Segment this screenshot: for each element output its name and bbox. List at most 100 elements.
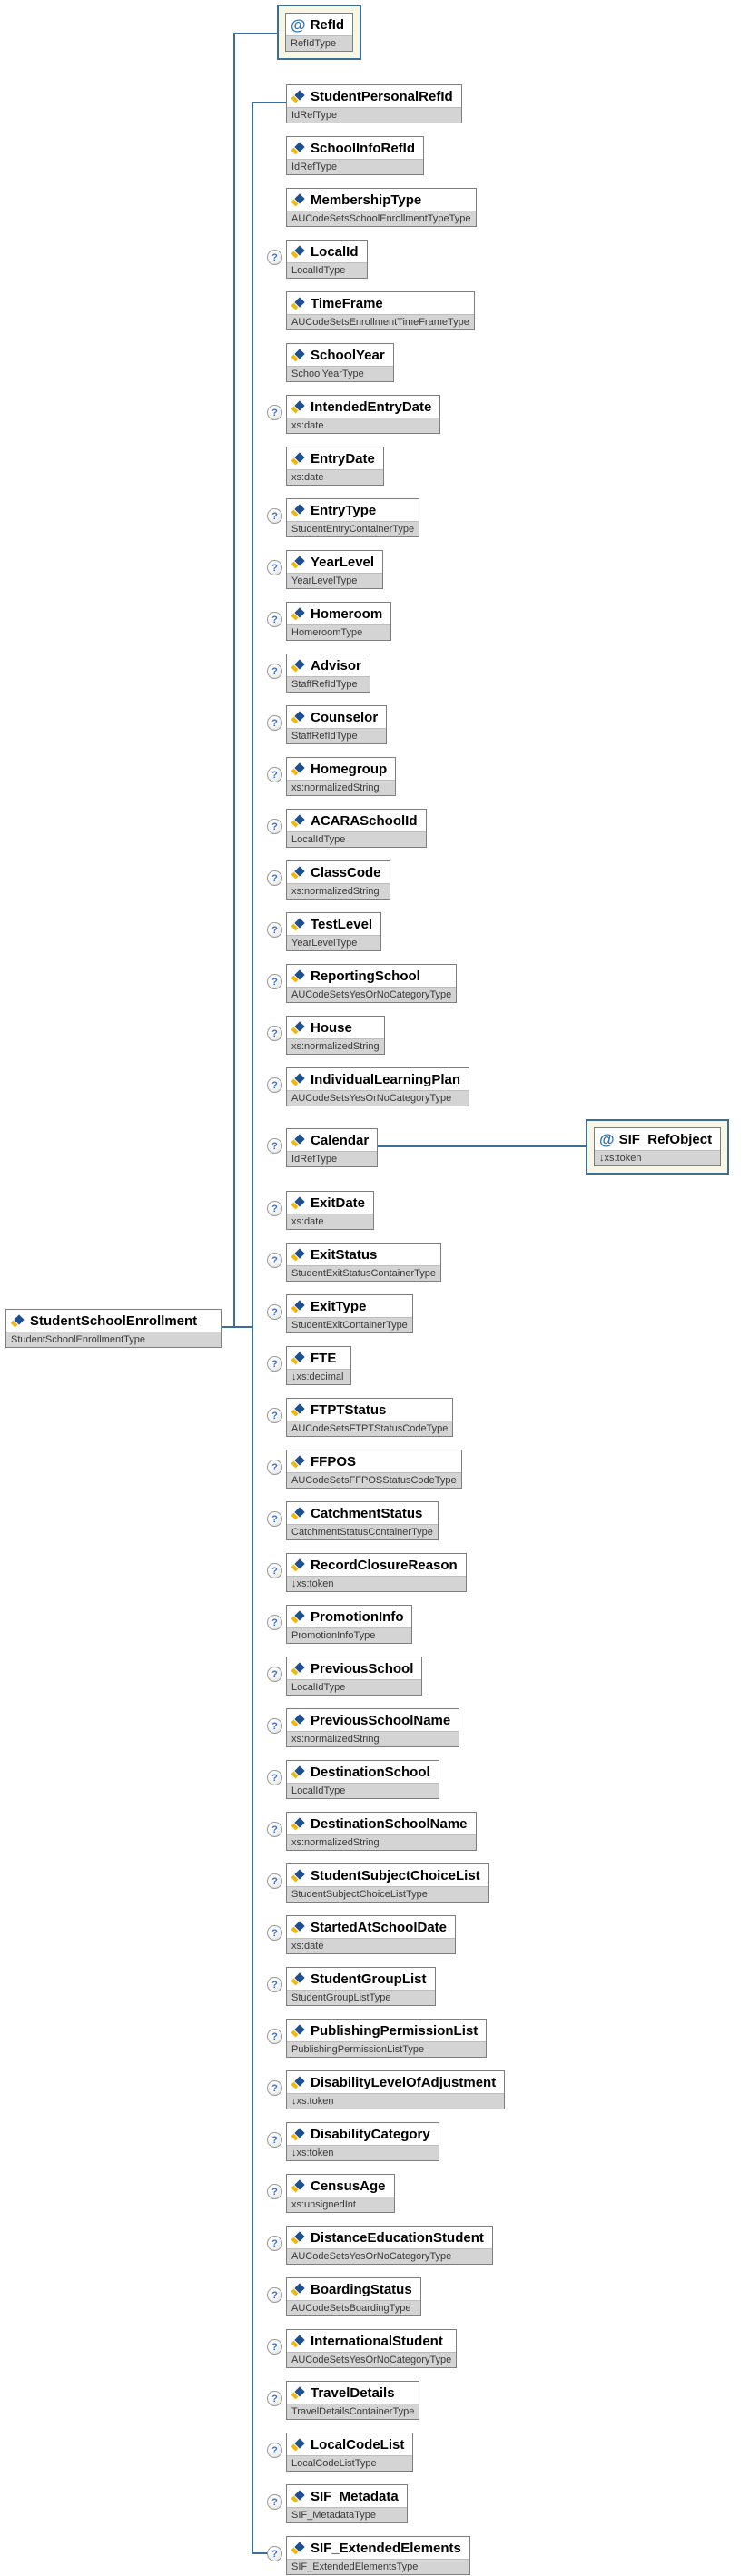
- element-name: SIF_Metadata: [311, 2488, 399, 2504]
- optional-indicator-icon: ?: [267, 1077, 282, 1093]
- element-type: HomeroomType: [287, 624, 391, 640]
- element-type: StudentSchoolEnrollmentType: [6, 1332, 221, 1347]
- optional-indicator-icon: ?: [267, 1026, 282, 1041]
- element-name: MembershipType: [311, 192, 422, 208]
- optional-indicator-icon: ?: [267, 870, 282, 886]
- element-name: ACARASchoolId: [311, 812, 418, 829]
- optional-indicator-icon: ?: [267, 715, 282, 731]
- element-disabilitylevelofadjustment[interactable]: ?DisabilityLevelOfAdjustment↓xs:token: [267, 2070, 506, 2109]
- element-icon: [291, 1611, 305, 1623]
- element-disabilitycategory[interactable]: ?DisabilityCategory↓xs:token: [267, 2122, 439, 2161]
- element-type: xs:normalizedString: [287, 1038, 384, 1054]
- optional-indicator-icon: ?: [267, 1201, 282, 1216]
- element-icon: [291, 2542, 305, 2554]
- optional-indicator-icon: ?: [267, 2080, 282, 2096]
- element-icon: [291, 660, 305, 672]
- element-icon: [291, 1715, 305, 1726]
- element-icon: [291, 1404, 305, 1416]
- element-name: IndividualLearningPlan: [311, 1071, 461, 1087]
- element-name: TimeFrame: [311, 295, 383, 311]
- element-icon: [291, 1922, 305, 1933]
- optional-indicator-icon: ?: [267, 1304, 282, 1320]
- element-recordclosurereason[interactable]: ?RecordClosureReason↓xs:token: [267, 1553, 467, 1592]
- optional-indicator-icon: ?: [267, 1925, 282, 1941]
- attribute-name: RefId: [310, 16, 345, 33]
- element-type: AUCodeSetsBoardingType: [287, 2300, 420, 2315]
- element-name: SchoolYear: [311, 347, 385, 363]
- optional-indicator-icon: ?: [267, 2287, 282, 2303]
- optional-indicator-icon: ?: [267, 2132, 282, 2148]
- element-icon: [291, 1663, 305, 1675]
- element-studentschoolenrollment[interactable]: StudentSchoolEnrollment StudentSchoolEnr…: [5, 1309, 222, 1348]
- attribute-node-refid[interactable]: @ RefId RefIdType: [277, 5, 362, 60]
- element-type: IdRefType: [287, 107, 461, 123]
- element-type: xs:normalizedString: [287, 1834, 476, 1850]
- optional-indicator-icon: ?: [267, 2339, 282, 2355]
- element-fte[interactable]: ?FTE↓xs:decimal: [267, 1346, 351, 1385]
- element-icon: [291, 349, 305, 361]
- element-icon: [291, 246, 305, 258]
- element-type: YearLevelType: [287, 573, 383, 588]
- element-icon: [291, 970, 305, 982]
- optional-indicator-icon: ?: [267, 1667, 282, 1682]
- element-icon: [291, 919, 305, 930]
- element-icon: [291, 1818, 305, 1830]
- element-type: AUCodeSetsYesOrNoCategoryType: [287, 987, 457, 1002]
- optional-indicator-icon: ?: [267, 1511, 282, 1527]
- element-name: LocalCodeList: [311, 2436, 405, 2453]
- element-name: EntryType: [311, 502, 377, 518]
- element-icon: [291, 401, 305, 413]
- attribute-node-sif-refobject[interactable]: @ SIF_RefObject ↓xs:token: [586, 1119, 730, 1175]
- element-icon: [291, 1456, 305, 1468]
- element-icon: [291, 2387, 305, 2399]
- optional-indicator-icon: ?: [267, 2029, 282, 2044]
- element-name: FTE: [311, 1350, 337, 1366]
- optional-indicator-icon: ?: [267, 1138, 282, 1154]
